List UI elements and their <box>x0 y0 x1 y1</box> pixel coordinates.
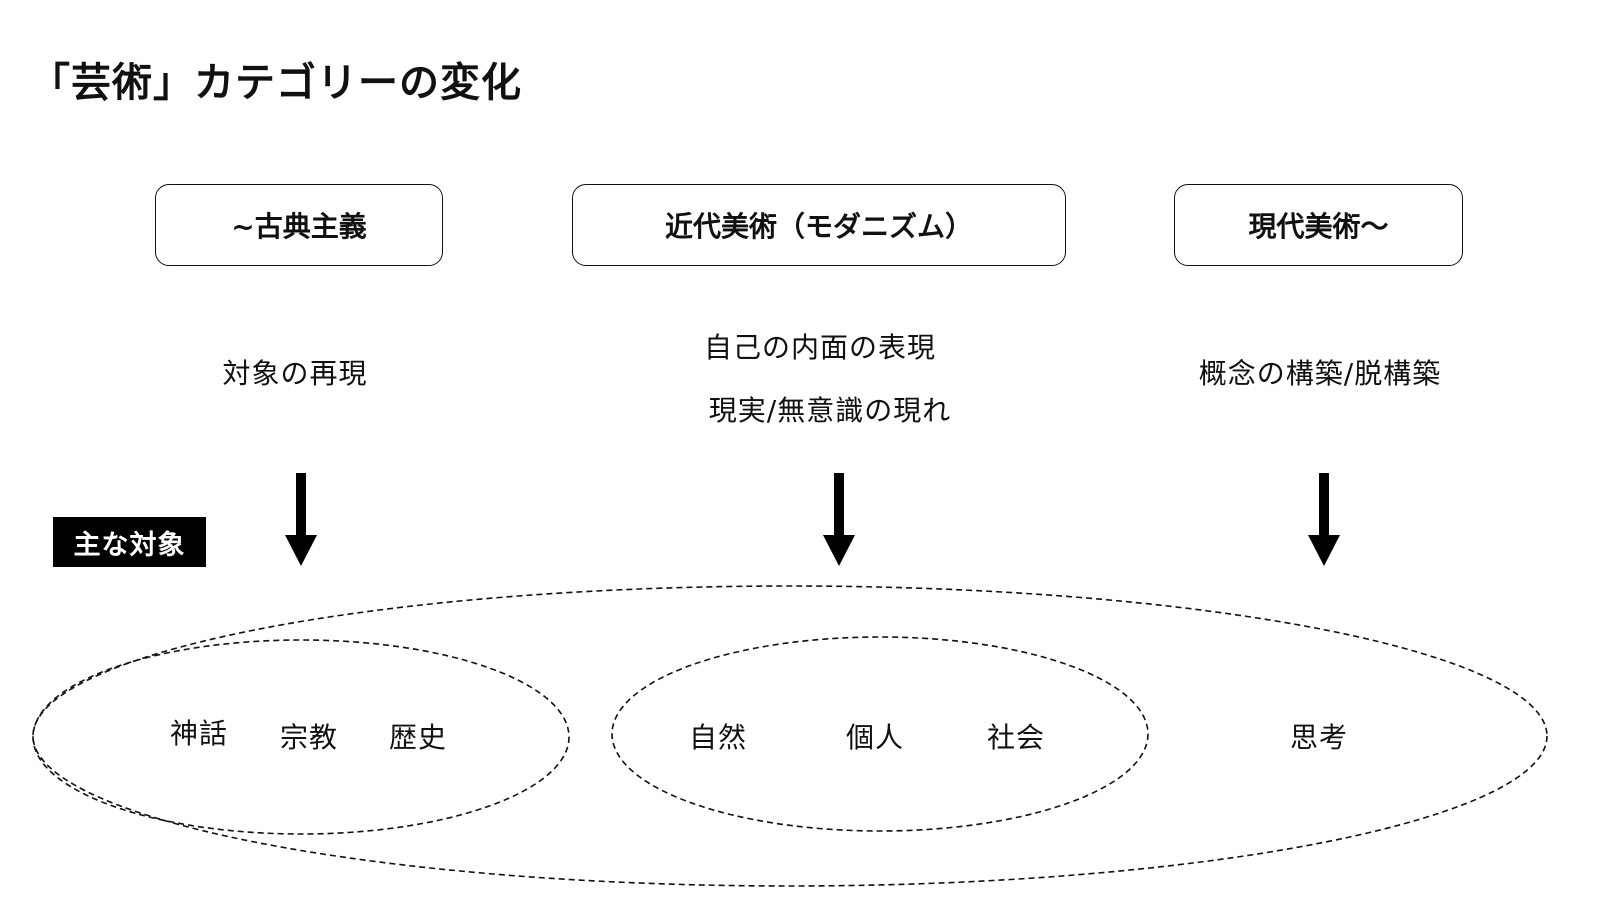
era-label-modernism: 近代美術（モダニズム） <box>664 210 973 243</box>
era-label-classicism: ~古典主義 <box>231 210 367 243</box>
ellipse-classical-scope <box>32 639 570 835</box>
subject-individual: 個人 <box>845 721 904 754</box>
subjects-label-badge: 主な対象 <box>53 517 206 567</box>
subject-myth: 神話 <box>169 717 228 750</box>
arrow-head-contemporary <box>1308 535 1340 566</box>
arrow-head-modernism <box>823 535 855 566</box>
era-description-modernism-2: 現実/無意識の現れ <box>708 394 952 427</box>
down-arrow-icon <box>823 473 855 566</box>
era-description-modernism-1: 自己の内面の表現 <box>703 331 936 364</box>
era-label-contemporary: 現代美術〜 <box>1248 210 1389 243</box>
subject-history: 歴史 <box>388 721 447 754</box>
down-arrow-icon <box>1308 473 1340 566</box>
subject-nature: 自然 <box>688 721 747 754</box>
arrow-shaft-contemporary <box>1319 473 1329 536</box>
page-title: 「芸術」カテゴリーの変化 <box>30 60 522 106</box>
arrow-head-classicism <box>285 535 317 566</box>
era-box-classicism: ~古典主義 <box>155 184 443 266</box>
era-box-contemporary: 現代美術〜 <box>1174 184 1463 266</box>
subjects-label: 主な対象 <box>73 529 186 561</box>
ellipse-contemporary-scope <box>32 585 1548 887</box>
subject-society: 社会 <box>986 721 1045 754</box>
era-box-modernism: 近代美術（モダニズム） <box>572 184 1066 266</box>
era-description-classicism: 対象の再現 <box>222 357 368 390</box>
arrow-shaft-classicism <box>296 473 306 536</box>
subject-thought: 思考 <box>1289 721 1348 754</box>
era-description-contemporary: 概念の構築/脱構築 <box>1198 357 1442 390</box>
down-arrow-icon <box>285 473 317 566</box>
arrow-shaft-modernism <box>834 473 844 536</box>
ellipse-modern-scope <box>611 636 1149 832</box>
subject-religion: 宗教 <box>279 721 338 754</box>
